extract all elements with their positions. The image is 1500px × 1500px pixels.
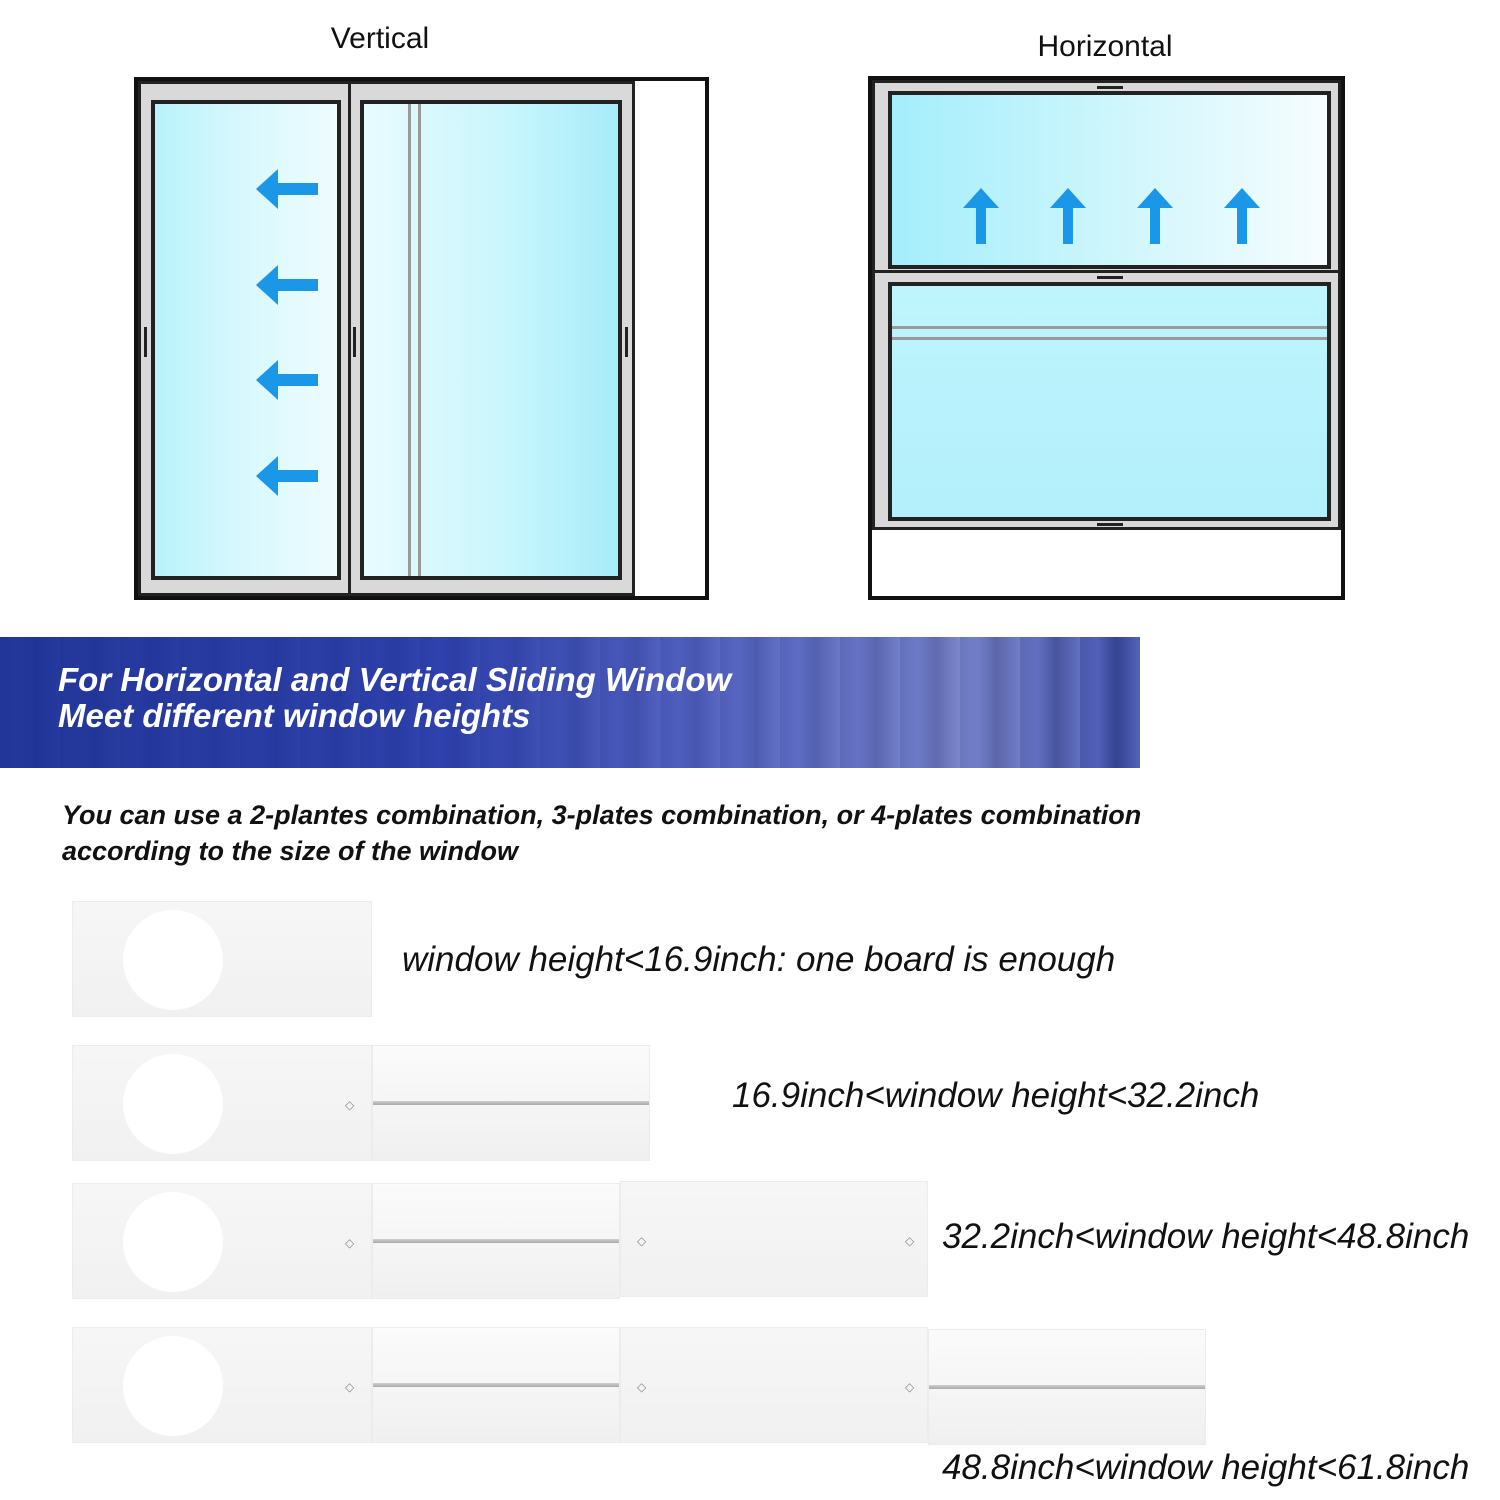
vertical-caption: Vertical [330,22,430,55]
extension-plate [372,1045,650,1161]
exhaust-hole [123,910,223,1010]
middle-plate: ◇ ◇ [620,1327,928,1443]
screw-icon: ◇ [637,1380,647,1394]
up-arrows [963,188,1260,244]
right-glass-pane [360,100,622,580]
upper-glass-pane [888,91,1331,269]
screw-icon: ◇ [905,1234,915,1248]
screw-icon: ◇ [345,1236,355,1250]
vertical-rail-1 [408,104,411,576]
banner-subtitle: Meet different window heights [58,697,531,734]
main-plate: ◇ [72,1045,372,1161]
range-label: window height<16.9inch: one board is eno… [402,940,1116,979]
combination-intro: You can use a 2-plantes combination, 3-p… [62,800,1142,866]
main-plate: ◇ [72,1183,372,1299]
range-label: 48.8inch<window height<61.8inch [942,1448,1470,1487]
plate-groove [373,1239,619,1243]
lower-sash [872,270,1341,530]
bottom-handle [1097,523,1123,526]
left-sash [138,81,352,596]
lower-glass-pane [888,282,1331,521]
left-arrow-icon [256,360,318,400]
exhaust-hole [123,1336,223,1436]
left-arrow-icon [256,169,318,209]
up-arrow-icon [1137,188,1173,244]
screw-icon: ◇ [637,1234,647,1248]
main-plate [72,901,372,1017]
right-sash [348,81,635,596]
up-arrow-icon [963,188,999,244]
left-arrow-icon [256,456,318,496]
exhaust-hole [123,1192,223,1292]
end-plate: ◇ ◇ [620,1181,928,1297]
left-arrow-icon [256,265,318,305]
left-handle [144,327,147,357]
vertical-rail-2 [418,104,421,576]
up-arrow-icon [1050,188,1086,244]
plate-groove [929,1385,1205,1389]
horizontal-window-diagram [868,76,1345,600]
horizontal-rail-1 [892,326,1327,329]
horizontal-rail-2 [892,337,1327,340]
up-arrow-icon [1224,188,1260,244]
screw-icon: ◇ [345,1098,355,1112]
banner-title: For Horizontal and Vertical Sliding Wind… [58,661,732,698]
top-handle [1097,86,1123,89]
feature-banner: For Horizontal and Vertical Sliding Wind… [0,637,1140,768]
left-arrows [256,169,318,496]
range-label: 16.9inch<window height<32.2inch [732,1076,1260,1115]
extension-plate [928,1329,1206,1445]
plate-groove [373,1383,619,1387]
horizontal-caption: Horizontal [1037,30,1173,63]
screw-icon: ◇ [345,1380,355,1394]
extension-plate [372,1183,620,1299]
vertical-window-diagram [134,77,709,600]
left-glass-pane [151,100,341,580]
range-label: 32.2inch<window height<48.8inch [942,1217,1470,1256]
extension-plate [372,1327,620,1443]
screw-icon: ◇ [905,1380,915,1394]
middle-handle [353,327,356,357]
exhaust-hole [123,1054,223,1154]
plate-groove [373,1101,649,1105]
main-plate: ◇ [72,1327,372,1443]
middle-handle [1097,276,1123,279]
right-handle [625,327,628,357]
